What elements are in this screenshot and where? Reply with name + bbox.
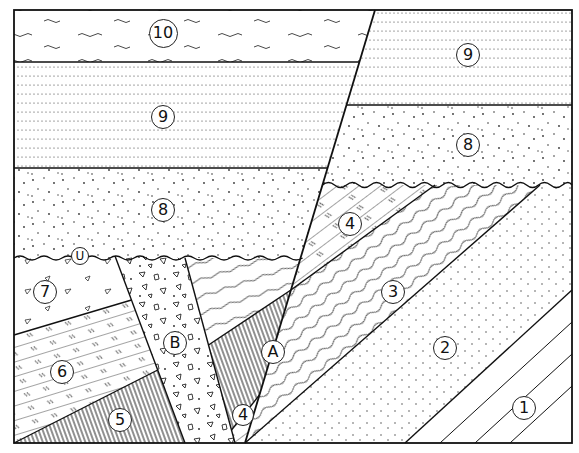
unit-label: 1 — [512, 396, 536, 420]
callout-number: 9 — [463, 47, 473, 63]
callout-number: B — [170, 335, 181, 351]
unit-label: 4 — [232, 404, 254, 426]
unit-label: U — [71, 247, 89, 265]
callout-number: 8 — [158, 202, 168, 218]
unit-label: A — [261, 340, 285, 364]
unit-label: 7 — [33, 280, 57, 304]
callout-number: 6 — [57, 364, 67, 380]
unit-label: 8 — [456, 133, 480, 157]
callout-number: 2 — [440, 340, 450, 356]
callout-number: 4 — [345, 216, 355, 232]
unit-label: 6 — [50, 360, 74, 384]
unit-label: 8 — [151, 198, 175, 222]
callout-number: 1 — [519, 400, 529, 416]
callout-number: 3 — [388, 284, 398, 300]
unit-label: 4 — [338, 212, 362, 236]
callout-number: U — [76, 250, 85, 262]
callout-number: 9 — [158, 109, 168, 125]
unit-label: 5 — [108, 408, 132, 432]
callout-number: A — [268, 344, 279, 360]
callout-number: 5 — [115, 412, 125, 428]
unit-label: 3 — [381, 280, 405, 304]
unit-label: 2 — [433, 336, 457, 360]
unit-label: 9 — [151, 105, 175, 129]
callout-number: 8 — [463, 137, 473, 153]
unit-label: 10 — [149, 19, 178, 48]
unit-label: 9 — [456, 43, 480, 67]
callout-number: 10 — [153, 25, 173, 41]
callout-number: 7 — [40, 284, 50, 300]
callout-number: 4 — [238, 407, 248, 423]
unit-label: B — [163, 331, 187, 355]
